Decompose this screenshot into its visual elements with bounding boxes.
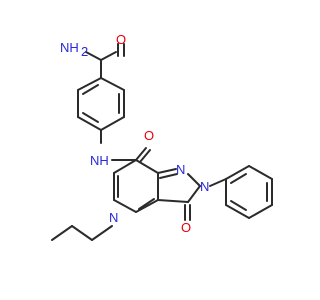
ketone-oxygen-label: O: [181, 220, 191, 235]
linker-nh-label: NH: [90, 153, 109, 168]
amide-nitrogen-subscript: 2: [81, 44, 88, 59]
propyl-chain: [51, 225, 113, 241]
amide-linker: [100, 129, 159, 174]
pyrazolopyridine-core: [113, 159, 201, 221]
primary-amide-group: [85, 43, 125, 79]
phenyl-ring: [209, 165, 273, 219]
benzamide-ring: [77, 77, 125, 131]
pyridine-n5-label: N: [109, 210, 118, 225]
pyrazole-n2-label: N: [200, 179, 209, 194]
molecule-structure: NH 2 O NH O: [51, 32, 273, 241]
amide-nitrogen-label: NH: [60, 40, 79, 55]
amide-oxygen-label: O: [116, 32, 126, 47]
pyrazole-n1-label: N: [176, 162, 185, 177]
carbonyl-oxygen-label: O: [144, 128, 154, 143]
